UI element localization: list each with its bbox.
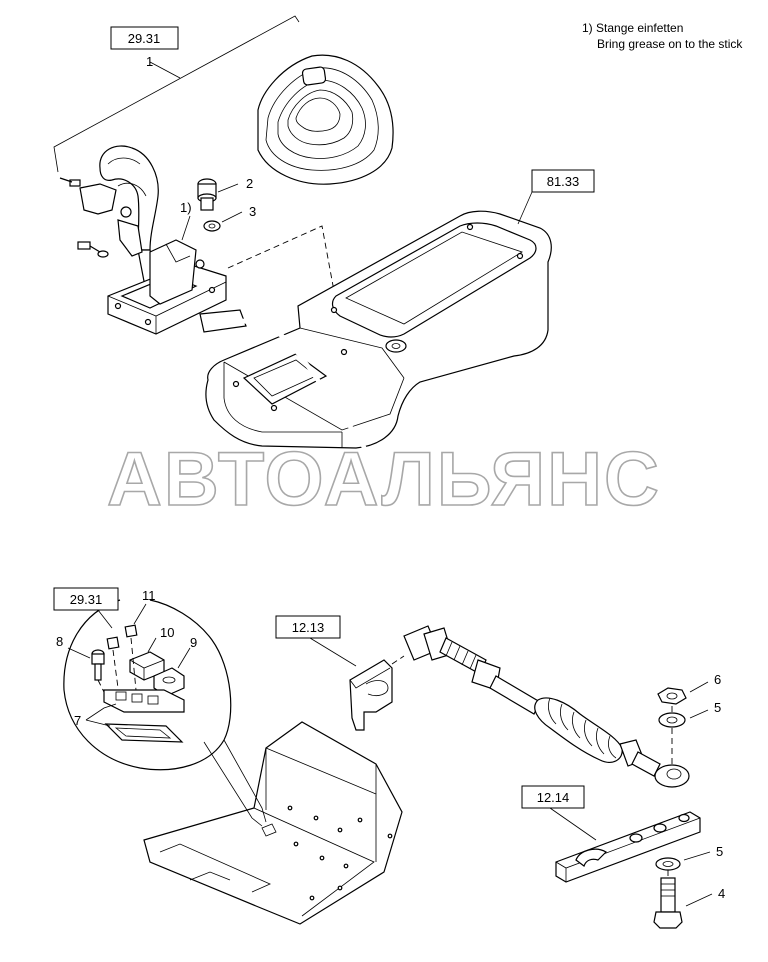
inset-switch-9 xyxy=(153,667,185,697)
ref-box-81-33 xyxy=(531,169,595,193)
console-81-33 xyxy=(205,210,552,449)
ref-box-12-13 xyxy=(275,615,341,639)
callout-2: 2 xyxy=(246,176,253,191)
ref-label-29-31-inset: 29.31 xyxy=(70,592,103,607)
washer-5-upper xyxy=(658,712,686,728)
inset-frame-7 xyxy=(103,689,185,743)
note-line-1: 1) Stange einfetten xyxy=(582,21,683,35)
inset-screw-8 xyxy=(91,649,105,681)
ref-label-12-14: 12.14 xyxy=(537,790,570,805)
nut-6 xyxy=(657,687,687,705)
watermark: АВТОАЛЬЯНС xyxy=(107,437,661,522)
inset-cap-11 xyxy=(106,624,138,650)
ref-label-29-31-top: 29.31 xyxy=(128,31,161,46)
washer-3 xyxy=(203,220,221,232)
ref-label-81-33: 81.33 xyxy=(547,174,580,189)
ref-box-29-31-inset xyxy=(53,587,119,611)
bolt-4 xyxy=(653,877,683,929)
detail-inset xyxy=(63,599,267,827)
note-line-2: Bring grease on to the stick xyxy=(597,37,743,51)
washer-5-lower xyxy=(655,857,681,871)
callout-4: 4 xyxy=(718,886,725,901)
callout-5-upper: 5 xyxy=(714,700,721,715)
callout-1: 1 xyxy=(146,54,153,69)
callout-9: 9 xyxy=(190,635,197,650)
callout-7: 7 xyxy=(74,713,81,728)
group-bracket-1 xyxy=(53,15,300,173)
gear-lever-assembly xyxy=(59,145,247,335)
callout-8: 8 xyxy=(56,634,63,649)
shift-cable xyxy=(203,317,690,788)
cable-bracket xyxy=(349,659,393,731)
ref-box-12-14 xyxy=(521,785,585,809)
grease-marker: 1) xyxy=(180,200,192,215)
seat-base xyxy=(143,721,403,925)
ref-box-29-31-top xyxy=(110,26,179,50)
mounting-plate xyxy=(555,811,701,883)
callout-6: 6 xyxy=(714,672,721,687)
callout-5-lower: 5 xyxy=(716,844,723,859)
bolt-2 xyxy=(197,178,217,211)
ref-label-12-13: 12.13 xyxy=(292,620,325,635)
rubber-gaiter xyxy=(257,54,394,185)
callout-11: 11 xyxy=(142,588,156,603)
callout-10: 10 xyxy=(160,625,174,640)
callout-3: 3 xyxy=(249,204,256,219)
